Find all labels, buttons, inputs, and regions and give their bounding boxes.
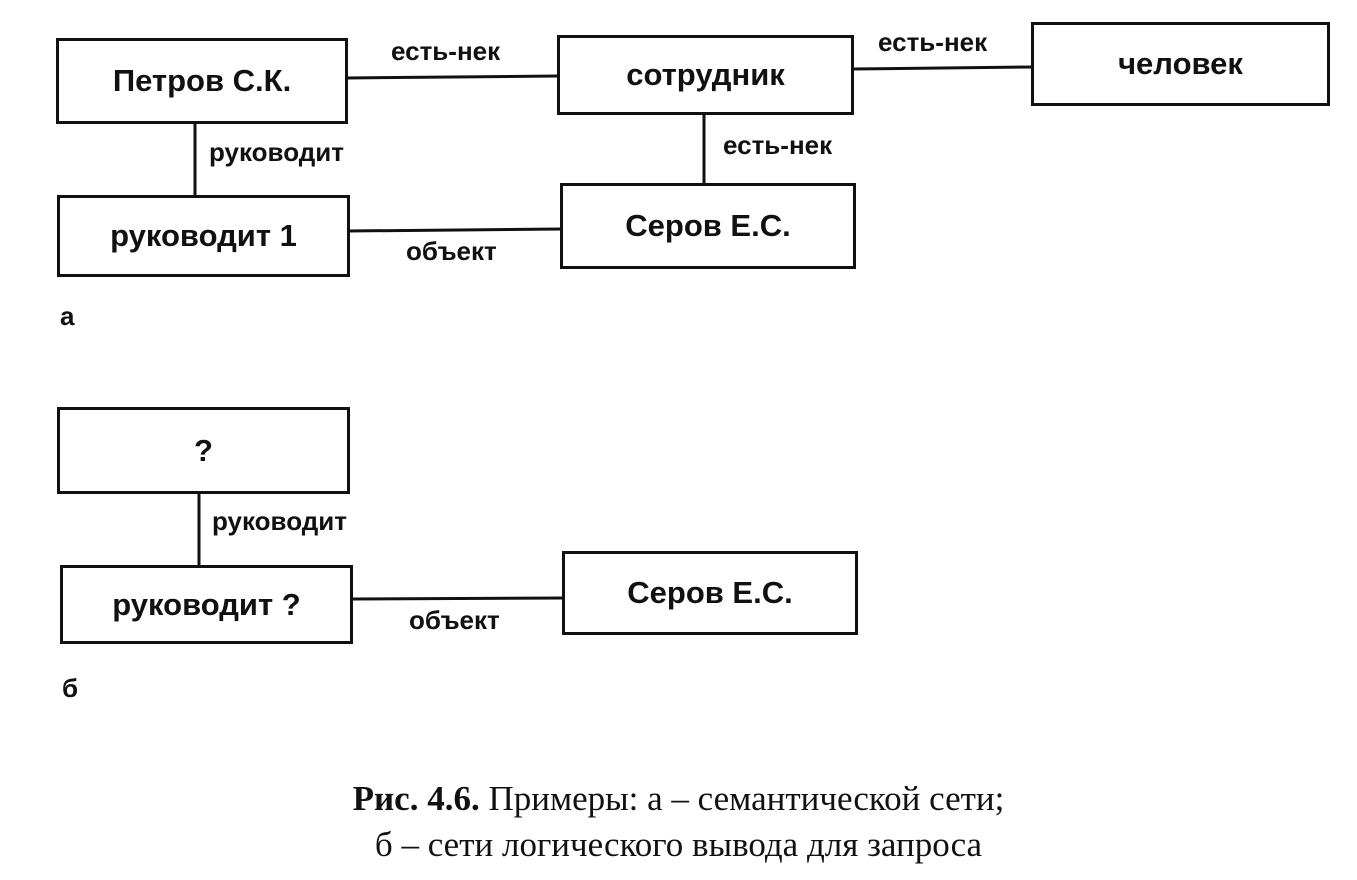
edge-label-unknown-rukovodit: руководит [212, 506, 347, 536]
edge-label-petrov-sotrudnik: есть-нек [391, 36, 501, 66]
edge-label-rukovodit-serov: объект [409, 605, 500, 635]
node-sotrudnik: сотрудник [557, 35, 854, 115]
panel-label-a: а [60, 301, 75, 331]
node-rukovodit1: руководит 1 [57, 195, 350, 277]
edge-label-sotrudnik-chelovek: есть-нек [878, 27, 988, 57]
node-serov-b: Серов Е.С. [562, 551, 858, 635]
node-chelovek: человек [1031, 22, 1330, 106]
edge-label-rukovodit1-serov: объект [406, 236, 497, 266]
edge-label-sotrudnik-serov: есть-нек [723, 130, 833, 160]
caption-line-1: Рис. 4.6. Примеры: а – семантической сет… [0, 776, 1357, 822]
figure-caption: Рис. 4.6. Примеры: а – семантической сет… [0, 776, 1357, 868]
figure-number: Рис. 4.6. [352, 779, 480, 818]
node-serov-a: Серов Е.С. [560, 183, 856, 269]
node-petrov: Петров С.К. [56, 38, 348, 124]
panel-label-b: б [62, 673, 79, 703]
node-unknown: ? [57, 407, 350, 494]
caption-line-2: б – сети логического вывода для запроса [374, 825, 983, 864]
edge-petrov-sotrudnik [345, 74, 559, 80]
edge-rukovodit1-serov [347, 227, 562, 233]
edge-sotrudnik-chelovek [851, 65, 1033, 71]
caption-line-1-text: Примеры: а – семантической сети; [488, 779, 1005, 818]
edge-rukovodit-serov [351, 596, 564, 601]
edge-label-petrov-rukovodit1: руководит [209, 137, 344, 167]
node-rukovodit-q: руководит ? [60, 565, 353, 644]
